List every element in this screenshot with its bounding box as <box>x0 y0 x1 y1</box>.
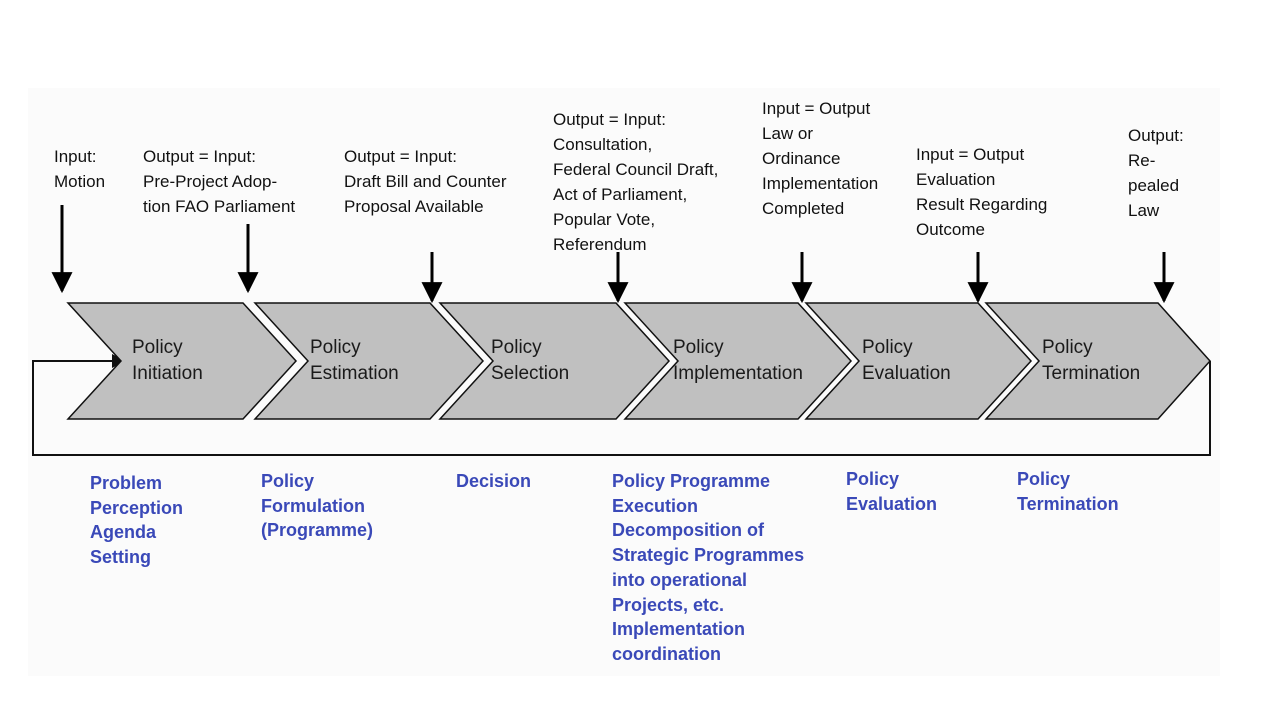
description-implementation: Policy Programme Execution Decomposition… <box>612 471 805 664</box>
stage-label-evaluation: Policy Evaluation <box>862 337 951 384</box>
stage-label-estimation: Policy Estimation <box>310 337 399 384</box>
io-label-implementation: Output = Input: Consultation, Federal Co… <box>553 110 719 254</box>
description-termination: Policy Termination <box>1017 469 1119 514</box>
diagram-panel: Input: Motion Output = Input: Pre-Projec… <box>28 88 1220 676</box>
io-label-estimation: Output = Input: Pre-Project Adop- tion F… <box>143 147 296 216</box>
description-evaluation: Policy Evaluation <box>846 469 938 514</box>
feedback-loop-arrowhead <box>112 354 126 368</box>
io-label-initiation: Input: Motion <box>54 147 106 191</box>
stage-label-termination: Policy Termination <box>1042 337 1141 384</box>
description-initiation: Problem Perception Agenda Setting <box>90 473 184 568</box>
chevron-policy-initiation <box>66 302 298 420</box>
description-selection: Decision <box>456 471 532 491</box>
description-estimation: Policy Formulation (Programme) <box>261 471 374 541</box>
feedback-loop-line <box>32 360 1211 456</box>
stage-label-implementation: Policy Implementation <box>673 337 803 384</box>
io-label-evaluation: Input = Output Law or Ordinance Implemen… <box>762 99 879 218</box>
policy-cycle-diagram <box>32 205 1212 456</box>
stage-label-selection: Policy Selection <box>491 337 570 384</box>
stage-label-initiation: Policy Initiation <box>132 337 203 384</box>
io-label-selection: Output = Input: Draft Bill and Counter P… <box>344 147 507 216</box>
io-label-termination: Input = Output Evaluation Result Regardi… <box>916 145 1048 239</box>
io-label-repealed-law: Output: Re- pealed Law <box>1128 126 1184 220</box>
